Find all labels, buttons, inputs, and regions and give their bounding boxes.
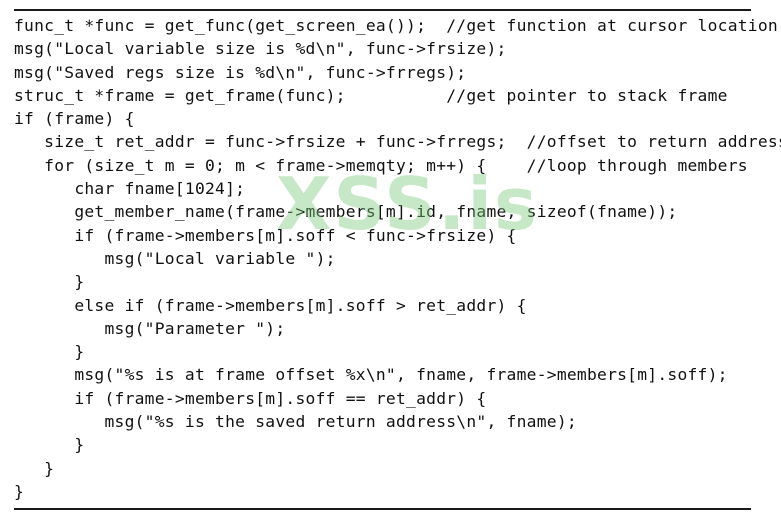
code-line: if (frame->members[m].soff < func->frsiz…: [14, 225, 517, 245]
code-line: struc_t *frame = get_frame(func); //get …: [14, 85, 728, 105]
code-line: if (frame->members[m].soff == ret_addr) …: [14, 388, 487, 408]
code-line: msg("Parameter ");: [14, 318, 286, 338]
code-line: msg("Saved regs size is %d\n", func->frr…: [14, 62, 467, 82]
code-line: }: [14, 435, 85, 455]
code-listing: func_t *func = get_func(get_screen_ea())…: [14, 14, 781, 503]
top-rule: [14, 9, 751, 11]
code-line: }: [14, 272, 85, 292]
code-line: if (frame) {: [14, 109, 135, 129]
code-line: size_t ret_addr = func->frsize + func->f…: [14, 132, 781, 152]
code-line: else if (frame->members[m].soff > ret_ad…: [14, 295, 527, 315]
code-line: }: [14, 458, 55, 478]
code-line: msg("%s is the saved return address\n", …: [14, 412, 577, 432]
code-line: func_t *func = get_func(get_screen_ea())…: [14, 16, 778, 35]
code-line: char fname[1024];: [14, 179, 246, 199]
code-line: msg("Local variable size is %d\n", func-…: [14, 39, 507, 59]
code-line: }: [14, 481, 25, 501]
bottom-rule: [14, 508, 751, 510]
code-line: msg("Local variable ");: [14, 248, 336, 268]
code-line: }: [14, 342, 85, 362]
code-line: for (size_t m = 0; m < frame->memqty; m+…: [14, 155, 748, 175]
code-line: get_member_name(frame->members[m].id, fn…: [14, 202, 678, 222]
code-line: msg("%s is at frame offset %x\n", fname,…: [14, 365, 728, 385]
